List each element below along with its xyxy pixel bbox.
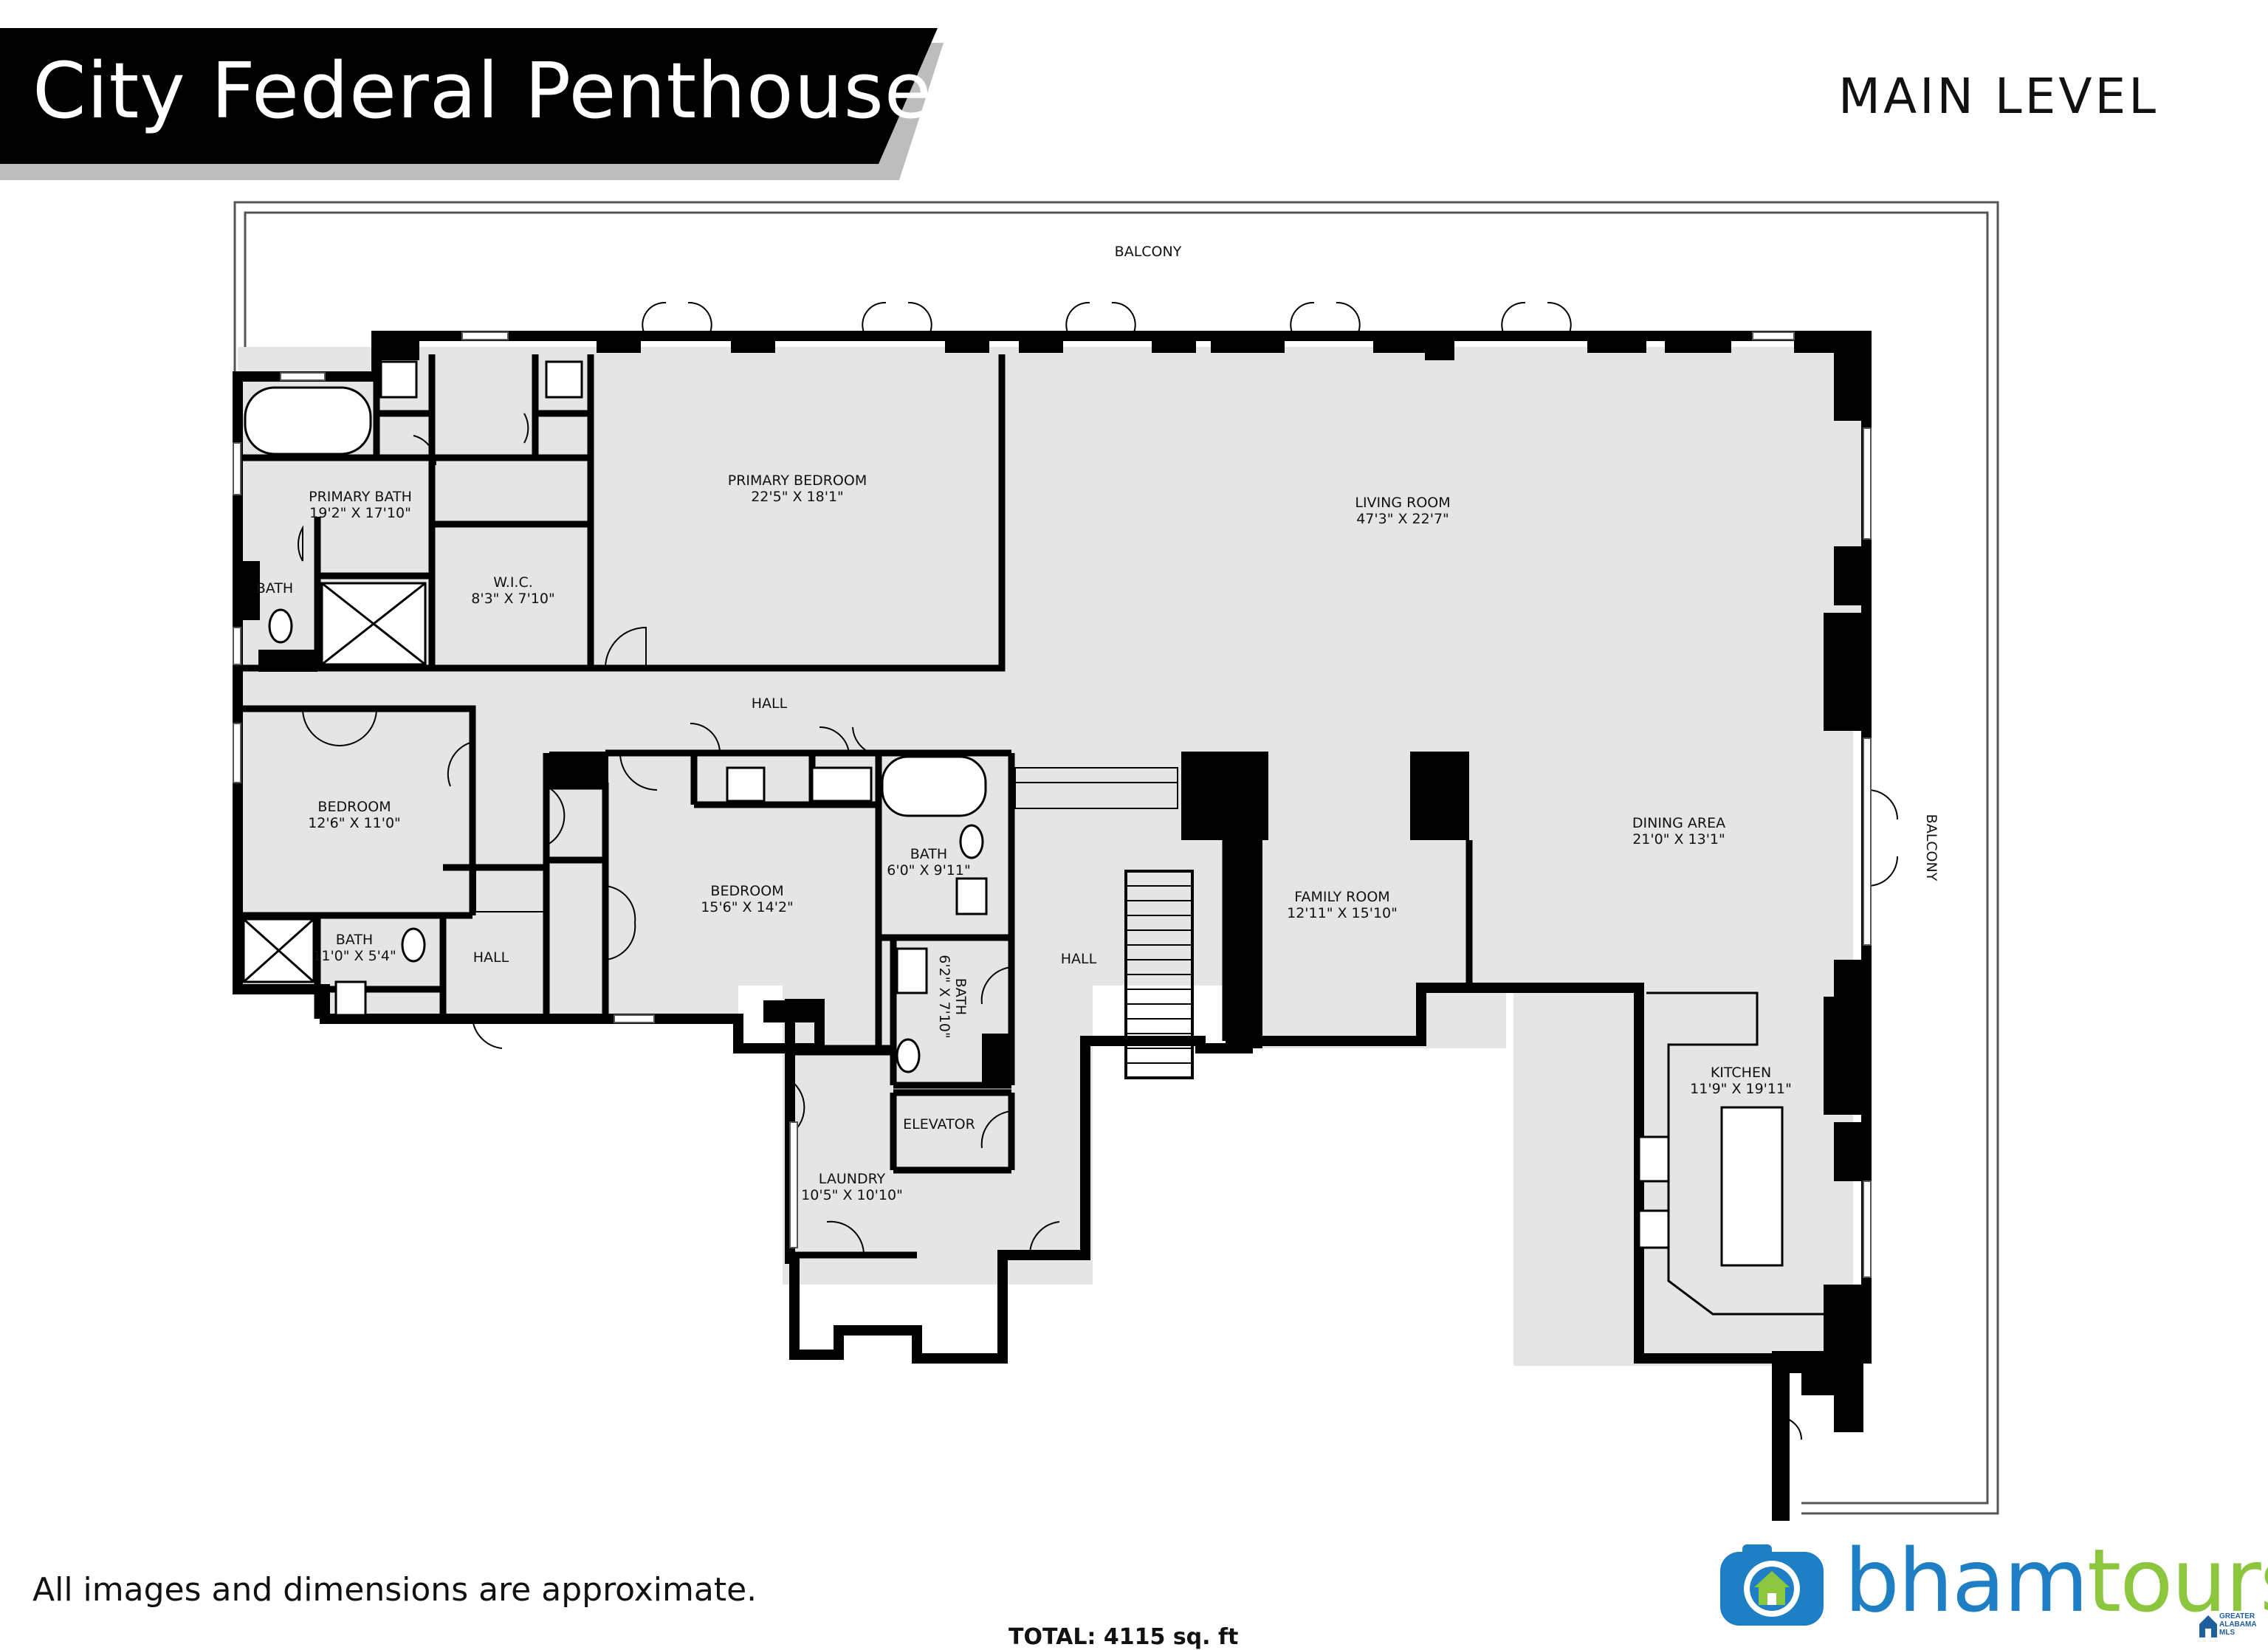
stairs: [475, 767, 1192, 1064]
room-name: BATH: [255, 580, 294, 597]
bhamtours-logo: [1720, 1544, 1824, 1626]
bathtub-mid: [881, 755, 987, 817]
room-bedroom-mid: BEDROOM 15'6" X 14'2": [701, 883, 794, 915]
room-dims: 6'0" X 9'11": [887, 862, 971, 879]
room-dims: 47'3" X 22'7": [1356, 511, 1449, 527]
room-dims: 11'0" X 5'4": [312, 948, 396, 964]
room-name: FAMILY ROOM: [1294, 889, 1390, 905]
exterior-walls: [233, 331, 1872, 1364]
room-dims: 22'5" X 18'1": [751, 489, 844, 505]
room-dims: 21'0" X 13'1": [1632, 831, 1725, 848]
room-dims: 19'2" X 17'10": [309, 505, 411, 521]
mls-logo: [2199, 1615, 2217, 1637]
room-bath-mid: BATH 6'0" X 9'11": [887, 846, 970, 879]
page-title: City Federal Penthouse: [32, 46, 932, 136]
room-elevator: ELEVATOR: [903, 1116, 975, 1132]
brand-name: bhamtours: [1844, 1530, 2268, 1632]
title-banner: [0, 28, 938, 164]
room-name: BATH: [910, 846, 948, 862]
floor-fill: [238, 347, 1869, 1366]
mls-text: GREATER ALABAMA MLS: [2219, 1612, 2257, 1637]
room-name: DINING AREA: [1632, 815, 1726, 831]
room-bath-small: BATH: [256, 580, 293, 597]
window-marks: [233, 331, 1872, 1278]
room-name: BATH: [335, 932, 374, 948]
room-dims: 15'6" X 14'2": [701, 899, 794, 915]
brand-part1: bham: [1844, 1530, 2089, 1632]
room-dims: 12'6" X 11'0": [308, 815, 401, 831]
room-primary-bedroom: PRIMARY BEDROOM 22'5" X 18'1": [728, 472, 867, 505]
brand-part2: tours: [2086, 1530, 2268, 1632]
balcony-outline: [233, 201, 1999, 1515]
room-dims: 10'5" X 10'10": [801, 1187, 903, 1203]
window-doors: [298, 301, 1898, 1440]
room-laundry: LAUNDRY 10'5" X 10'10": [801, 1171, 903, 1203]
room-dims: 6'2" X 7'10": [936, 955, 952, 1039]
room-wic: W.I.C. 8'3" X 7'10": [471, 574, 554, 607]
room-name: HALL: [472, 949, 509, 966]
room-dims: 11'9" X 19'11": [1690, 1081, 1792, 1097]
level-label: MAIN LEVEL: [1838, 68, 2159, 125]
room-bath-vert: BATH 6'2" X 7'10": [936, 955, 969, 1038]
room-kitchen: KITCHEN 11'9" X 19'11": [1690, 1065, 1792, 1097]
room-name: ELEVATOR: [903, 1116, 975, 1132]
room-living-room: LIVING ROOM 47'3" X 22'7": [1355, 495, 1450, 527]
room-name: PRIMARY BEDROOM: [727, 472, 867, 489]
camera-icon: [1720, 1544, 1824, 1626]
balcony-top-label: BALCONY: [1114, 244, 1182, 260]
room-dims: 12'11" X 15'10": [1287, 905, 1398, 921]
room-dining-area: DINING AREA 21'0" X 13'1": [1632, 815, 1725, 848]
room-name: BEDROOM: [710, 883, 784, 899]
room-name: W.I.C.: [493, 574, 533, 591]
wall-piers: [238, 331, 1871, 1521]
room-hall-left: HALL: [473, 949, 509, 966]
room-name: HALL: [1060, 951, 1097, 967]
disclaimer: All images and dimensions are approximat…: [32, 1571, 757, 1609]
balcony-right-label: BALCONY: [1923, 814, 1939, 881]
room-name: PRIMARY BATH: [309, 489, 412, 505]
room-hall-top: HALL: [752, 695, 787, 712]
bathtub-primary: [244, 386, 372, 456]
room-name: LAUNDRY: [818, 1171, 886, 1187]
room-dims: 8'3" X 7'10": [471, 591, 555, 607]
room-hall-mid: HALL: [1061, 951, 1096, 967]
room-name: HALL: [751, 695, 788, 712]
room-name: KITCHEN: [1710, 1065, 1772, 1081]
room-name: LIVING ROOM: [1355, 495, 1451, 511]
room-primary-bath: PRIMARY BATH 19'2" X 17'10": [309, 489, 412, 521]
room-bedroom-left: BEDROOM 12'6" X 11'0": [308, 799, 401, 831]
room-bath-left: BATH 11'0" X 5'4": [312, 932, 396, 964]
room-name: BATH: [952, 977, 969, 1016]
total-area: TOTAL: 4115 sq. ft: [1008, 1624, 1239, 1650]
fixtures: [242, 360, 1824, 1316]
room-name: BEDROOM: [317, 799, 391, 815]
room-family-room: FAMILY ROOM 12'11" X 15'10": [1287, 889, 1398, 921]
